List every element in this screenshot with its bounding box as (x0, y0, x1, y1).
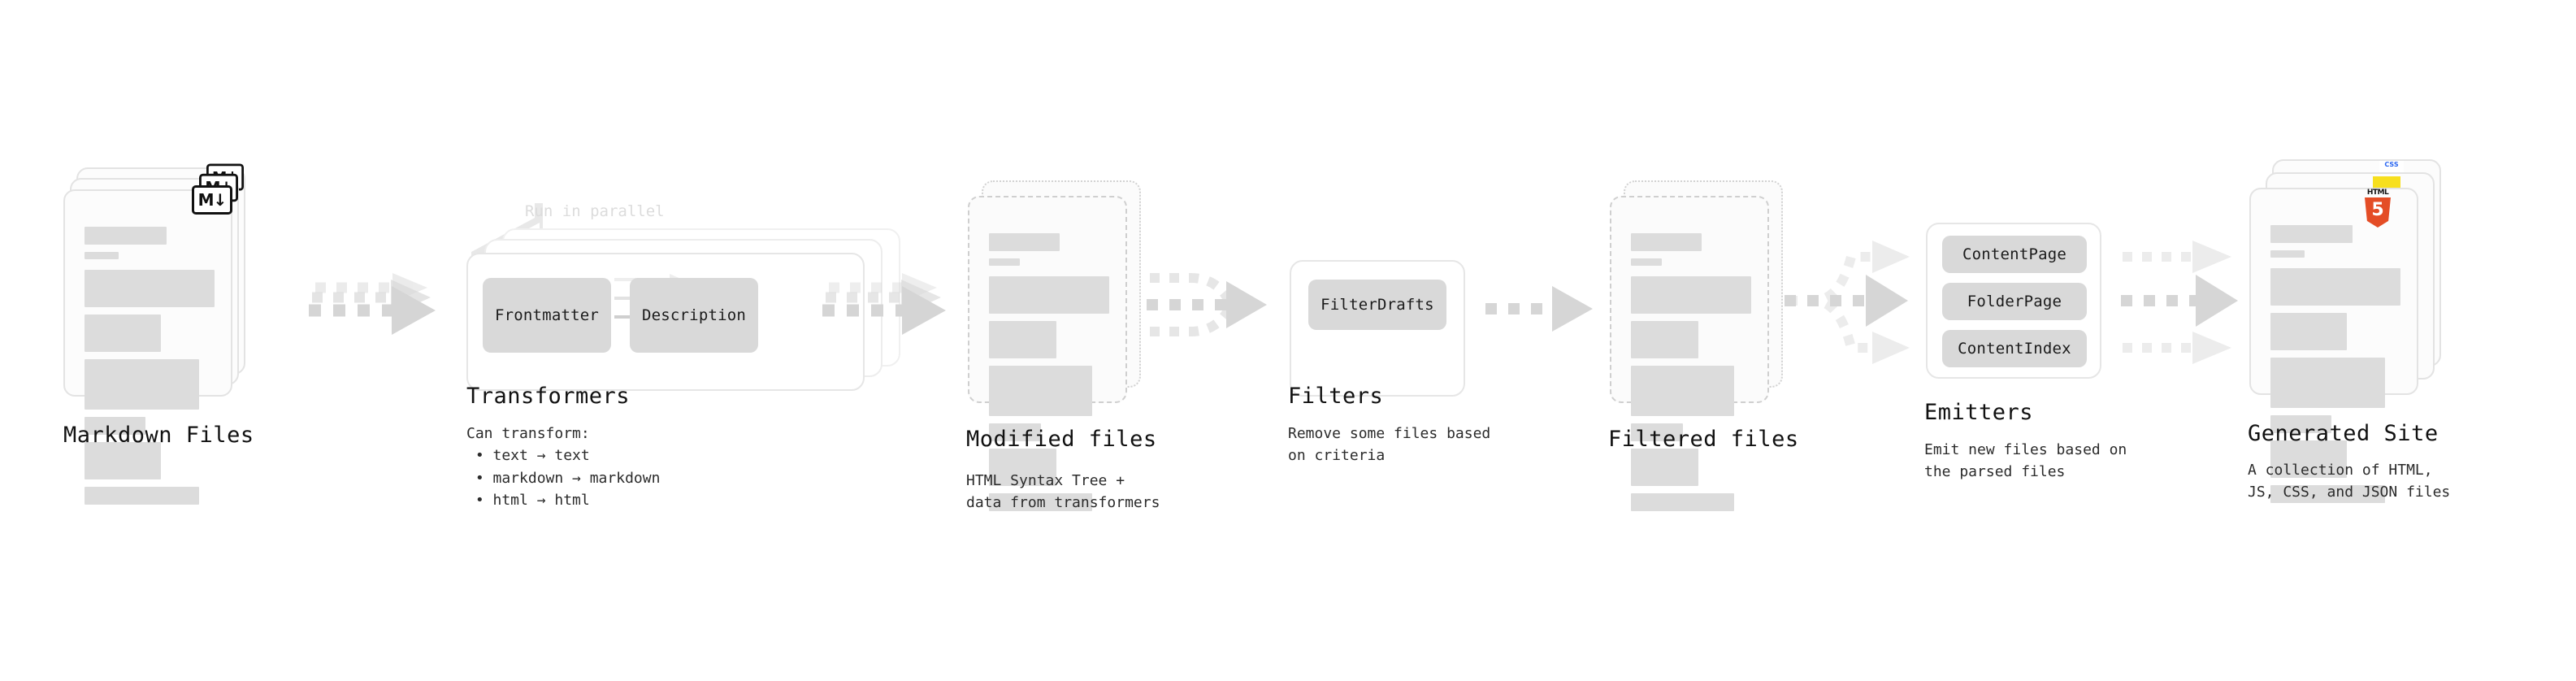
chip-contentpage[interactable]: ContentPage (1942, 236, 2087, 273)
chip-filterdrafts[interactable]: FilterDrafts (1308, 280, 1446, 330)
arrow-modified-to-filters (1147, 273, 1267, 336)
markdown-file-card-front (63, 189, 232, 505)
doc-bar (989, 449, 1056, 486)
doc-bar (2270, 225, 2353, 243)
arrow-emitters-to-site (2121, 241, 2238, 364)
generated-site-title: Generated Site (2248, 421, 2439, 446)
doc-bar (989, 321, 1056, 358)
doc-bar (1631, 493, 1735, 511)
document-placeholder-bars (2270, 225, 2400, 510)
filtered-file-card-front (1610, 196, 1769, 511)
emitters-subtitle: Emit new files based on the parsed files (1924, 441, 2127, 481)
filtered-files-title: Filtered files (1608, 427, 1799, 452)
chip-contentindex[interactable]: ContentIndex (1942, 330, 2087, 367)
modified-files-subtitle: HTML Syntax Tree + data from transformer… (966, 472, 1160, 512)
doc-bar (1631, 449, 1698, 486)
arrow-transformers-to-modified (822, 273, 946, 335)
doc-bar (989, 423, 1041, 441)
transformers-title: Transformers (466, 384, 631, 409)
html5-badge-label: HTML (2366, 189, 2389, 197)
doc-bar (2270, 440, 2348, 478)
doc-bar (1631, 423, 1683, 441)
run-in-parallel-label: Run in parallel (525, 202, 665, 220)
emitters-title: Emitters (1924, 400, 2034, 425)
doc-bar (85, 359, 199, 410)
doc-bar (2270, 268, 2400, 306)
document-placeholder-bars (1631, 233, 1751, 518)
doc-bar (2270, 485, 2385, 503)
doc-bar (1631, 258, 1663, 266)
run-in-parallel-bracket (471, 203, 543, 291)
filters-subtitle: Remove some files based on criteria (1288, 425, 1491, 465)
generated-site-stack: CSS HTML 5 (0, 0, 2441, 503)
chip-folderpage[interactable]: FolderPage (1942, 283, 2087, 320)
doc-bar (85, 270, 215, 307)
doc-bar (989, 276, 1109, 314)
doc-bar (85, 442, 162, 479)
modified-file-card-front (968, 196, 1127, 511)
doc-bar (85, 487, 199, 505)
generated-site-subtitle: A collection of HTML, JS, CSS, and JSON … (2248, 462, 2451, 501)
html5-badge: HTML 5 (2361, 189, 2394, 228)
chip-description[interactable]: Description (630, 278, 758, 353)
document-placeholder-bars (989, 233, 1109, 518)
doc-bar (1631, 276, 1751, 314)
doc-bar (2270, 313, 2348, 350)
arrow-markdown-to-transformers (309, 273, 436, 335)
markdown-badge-front: M↓ (192, 185, 232, 215)
document-placeholder-bars (85, 227, 215, 512)
filters-title: Filters (1288, 384, 1384, 409)
html5-badge-shield: 5 (2365, 197, 2391, 228)
doc-bar (1631, 233, 1702, 251)
doc-bar (989, 258, 1021, 266)
doc-bar (85, 417, 146, 435)
doc-bar (989, 366, 1093, 416)
arrow-filters-to-filtered (1485, 286, 1593, 332)
doc-bar (85, 227, 167, 245)
doc-bar (2270, 250, 2305, 258)
doc-bar (85, 252, 119, 259)
doc-bar (1631, 366, 1735, 416)
doc-bar (989, 233, 1060, 251)
transformers-subtitle: Can transform: • text → text • markdown … (466, 425, 661, 510)
doc-bar (2270, 415, 2332, 433)
site-file-card-front (2249, 188, 2418, 503)
doc-bar (1631, 321, 1698, 358)
doc-bar (85, 314, 162, 352)
modified-files-title: Modified files (966, 427, 1157, 452)
arrow-filtered-to-emitters (1785, 241, 1910, 364)
doc-bar (2270, 358, 2385, 408)
markdown-files-title: Markdown Files (63, 423, 254, 448)
doc-bar (989, 493, 1093, 511)
chip-frontmatter[interactable]: Frontmatter (483, 278, 611, 353)
